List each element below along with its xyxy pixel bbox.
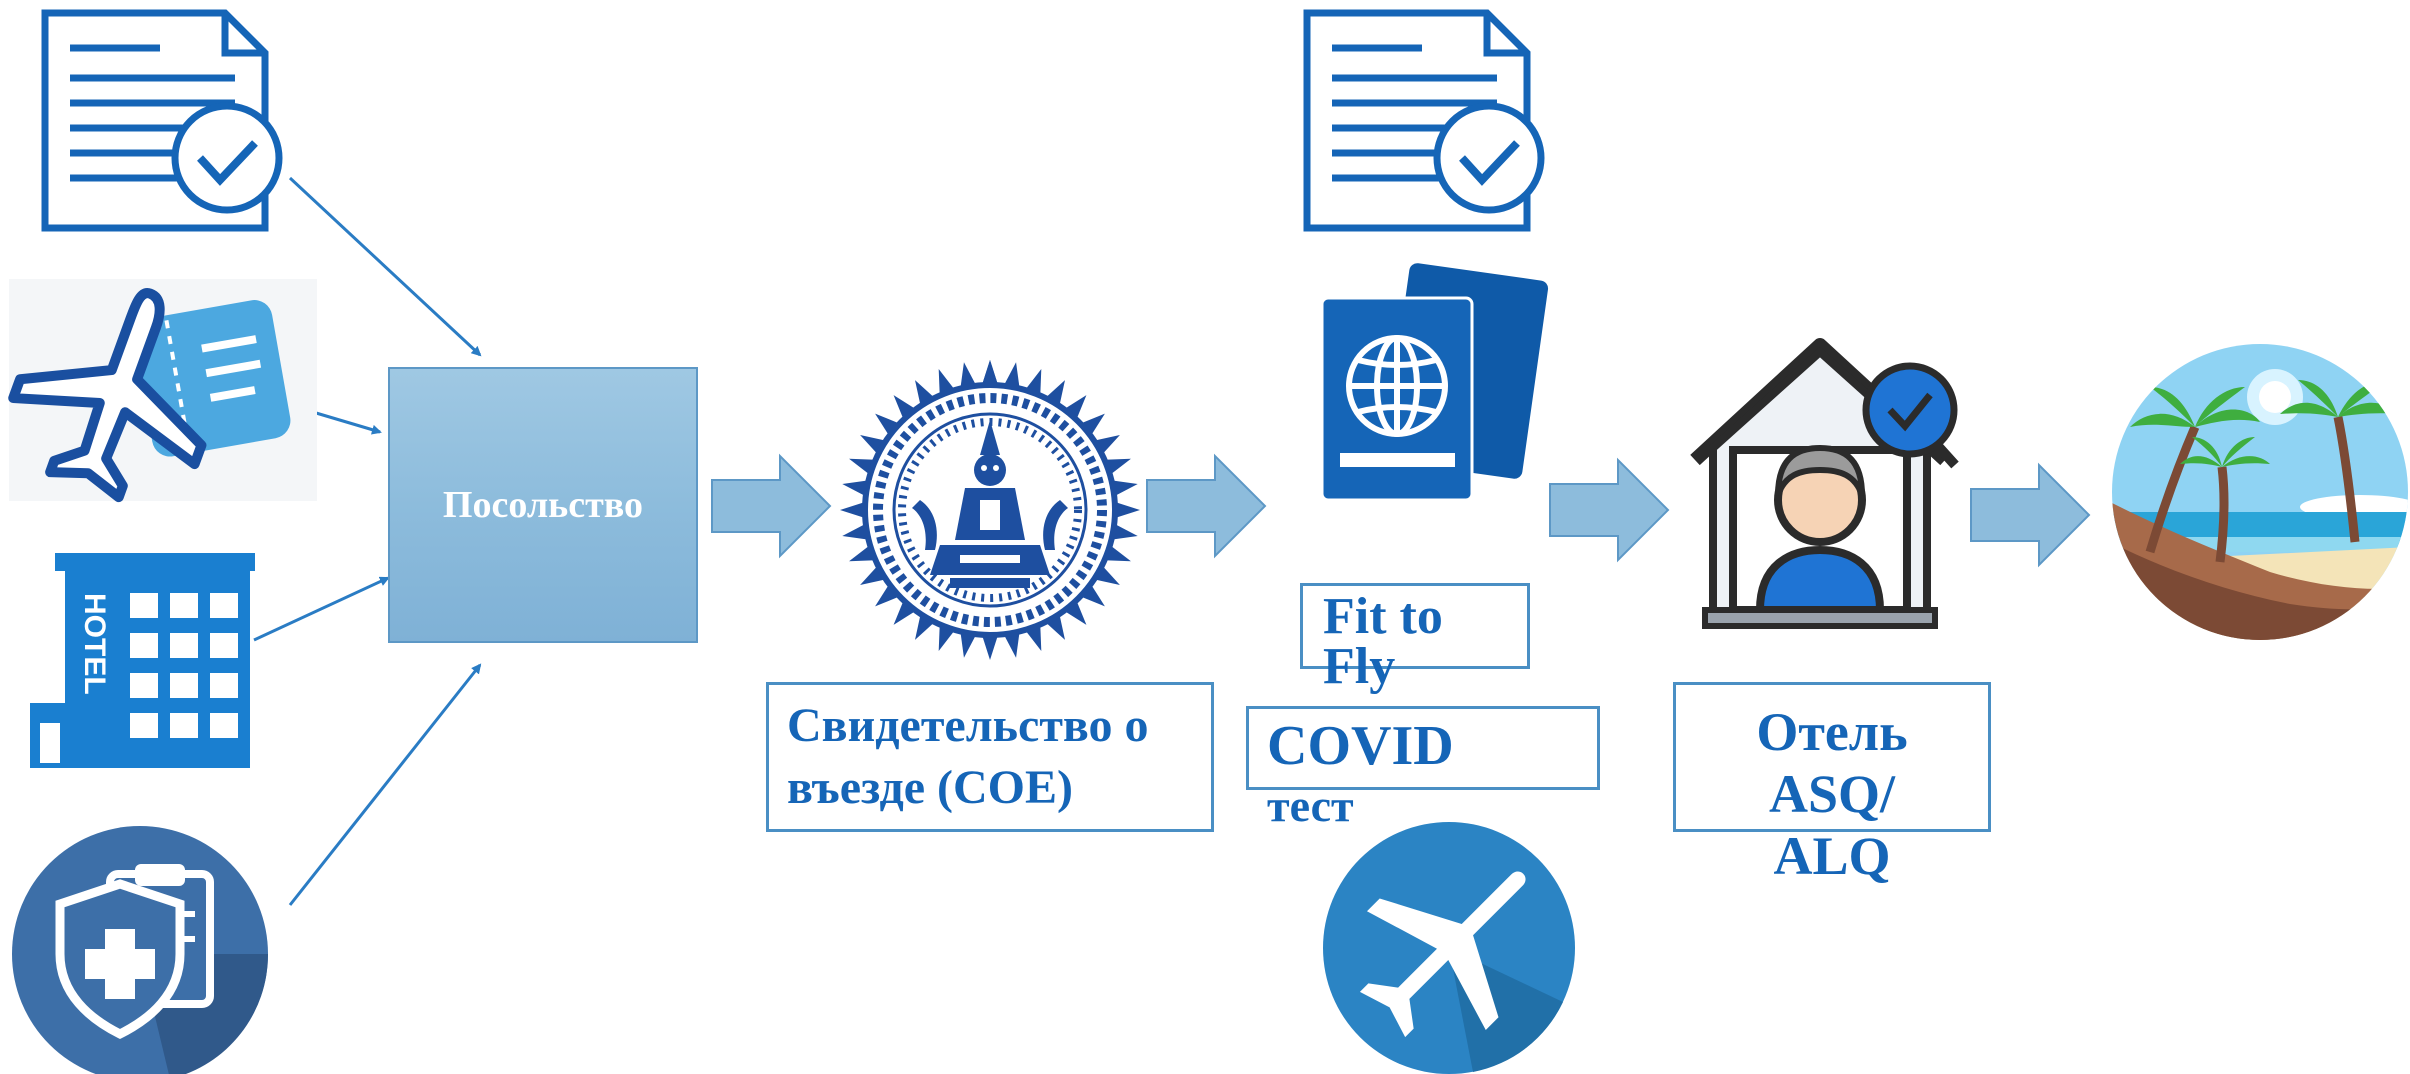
document-check-icon: [41, 9, 283, 232]
coe-label-box: Свидетельство о въезде (COE): [766, 682, 1214, 832]
arrow-hotel-to-embassy: [253, 576, 390, 642]
flow-arrow-1: [711, 453, 832, 559]
coe-label-line1: Свидетельство о: [787, 699, 1149, 752]
covid-test-line2: тест: [1267, 780, 1354, 831]
fit-to-fly-line2: Fly: [1323, 638, 1396, 695]
passport-icon: [1320, 263, 1549, 502]
flow-arrow-4: [1970, 462, 2091, 568]
quarantine-house-icon: [1690, 338, 1959, 629]
covid-test-line1: COVID: [1267, 715, 1454, 777]
fit-to-fly-label-box: Fit to Fly: [1300, 583, 1530, 695]
arrow-document-to-embassy: [288, 176, 482, 357]
covid-test-label-box: COVID тест: [1246, 706, 1600, 829]
airplane-circle-icon: [1323, 822, 1575, 1074]
hotel-building-icon: HOTEL: [30, 553, 255, 768]
health-insurance-icon: [12, 826, 269, 1074]
fit-to-fly-line1: Fit to: [1323, 588, 1443, 645]
flow-arrow-3: [1549, 457, 1670, 563]
hotel-asq-line1: Отель: [1756, 702, 1908, 762]
flow-arrow-2: [1146, 453, 1267, 559]
hotel-asq-line2: ASQ/: [1768, 764, 1896, 824]
embassy-label: Посольство: [442, 484, 644, 526]
document-check-icon-2: [1303, 9, 1545, 232]
arrow-ticket-to-embassy: [305, 408, 382, 435]
hotel-asq-line3: ALQ: [1773, 826, 1891, 886]
thai-emblem-seal: [840, 360, 1140, 660]
hotel-asq-label-box: Отель ASQ/ ALQ: [1673, 682, 1991, 886]
embassy-box: Посольство: [388, 367, 698, 643]
hotel-sign-text: HOTEL: [78, 593, 111, 695]
coe-label-line2: въезде (COE): [787, 761, 1074, 814]
arrow-insurance-to-embassy: [288, 663, 482, 906]
beach-destination-icon: [2112, 344, 2408, 640]
plane-ticket-icon: [8, 279, 317, 503]
